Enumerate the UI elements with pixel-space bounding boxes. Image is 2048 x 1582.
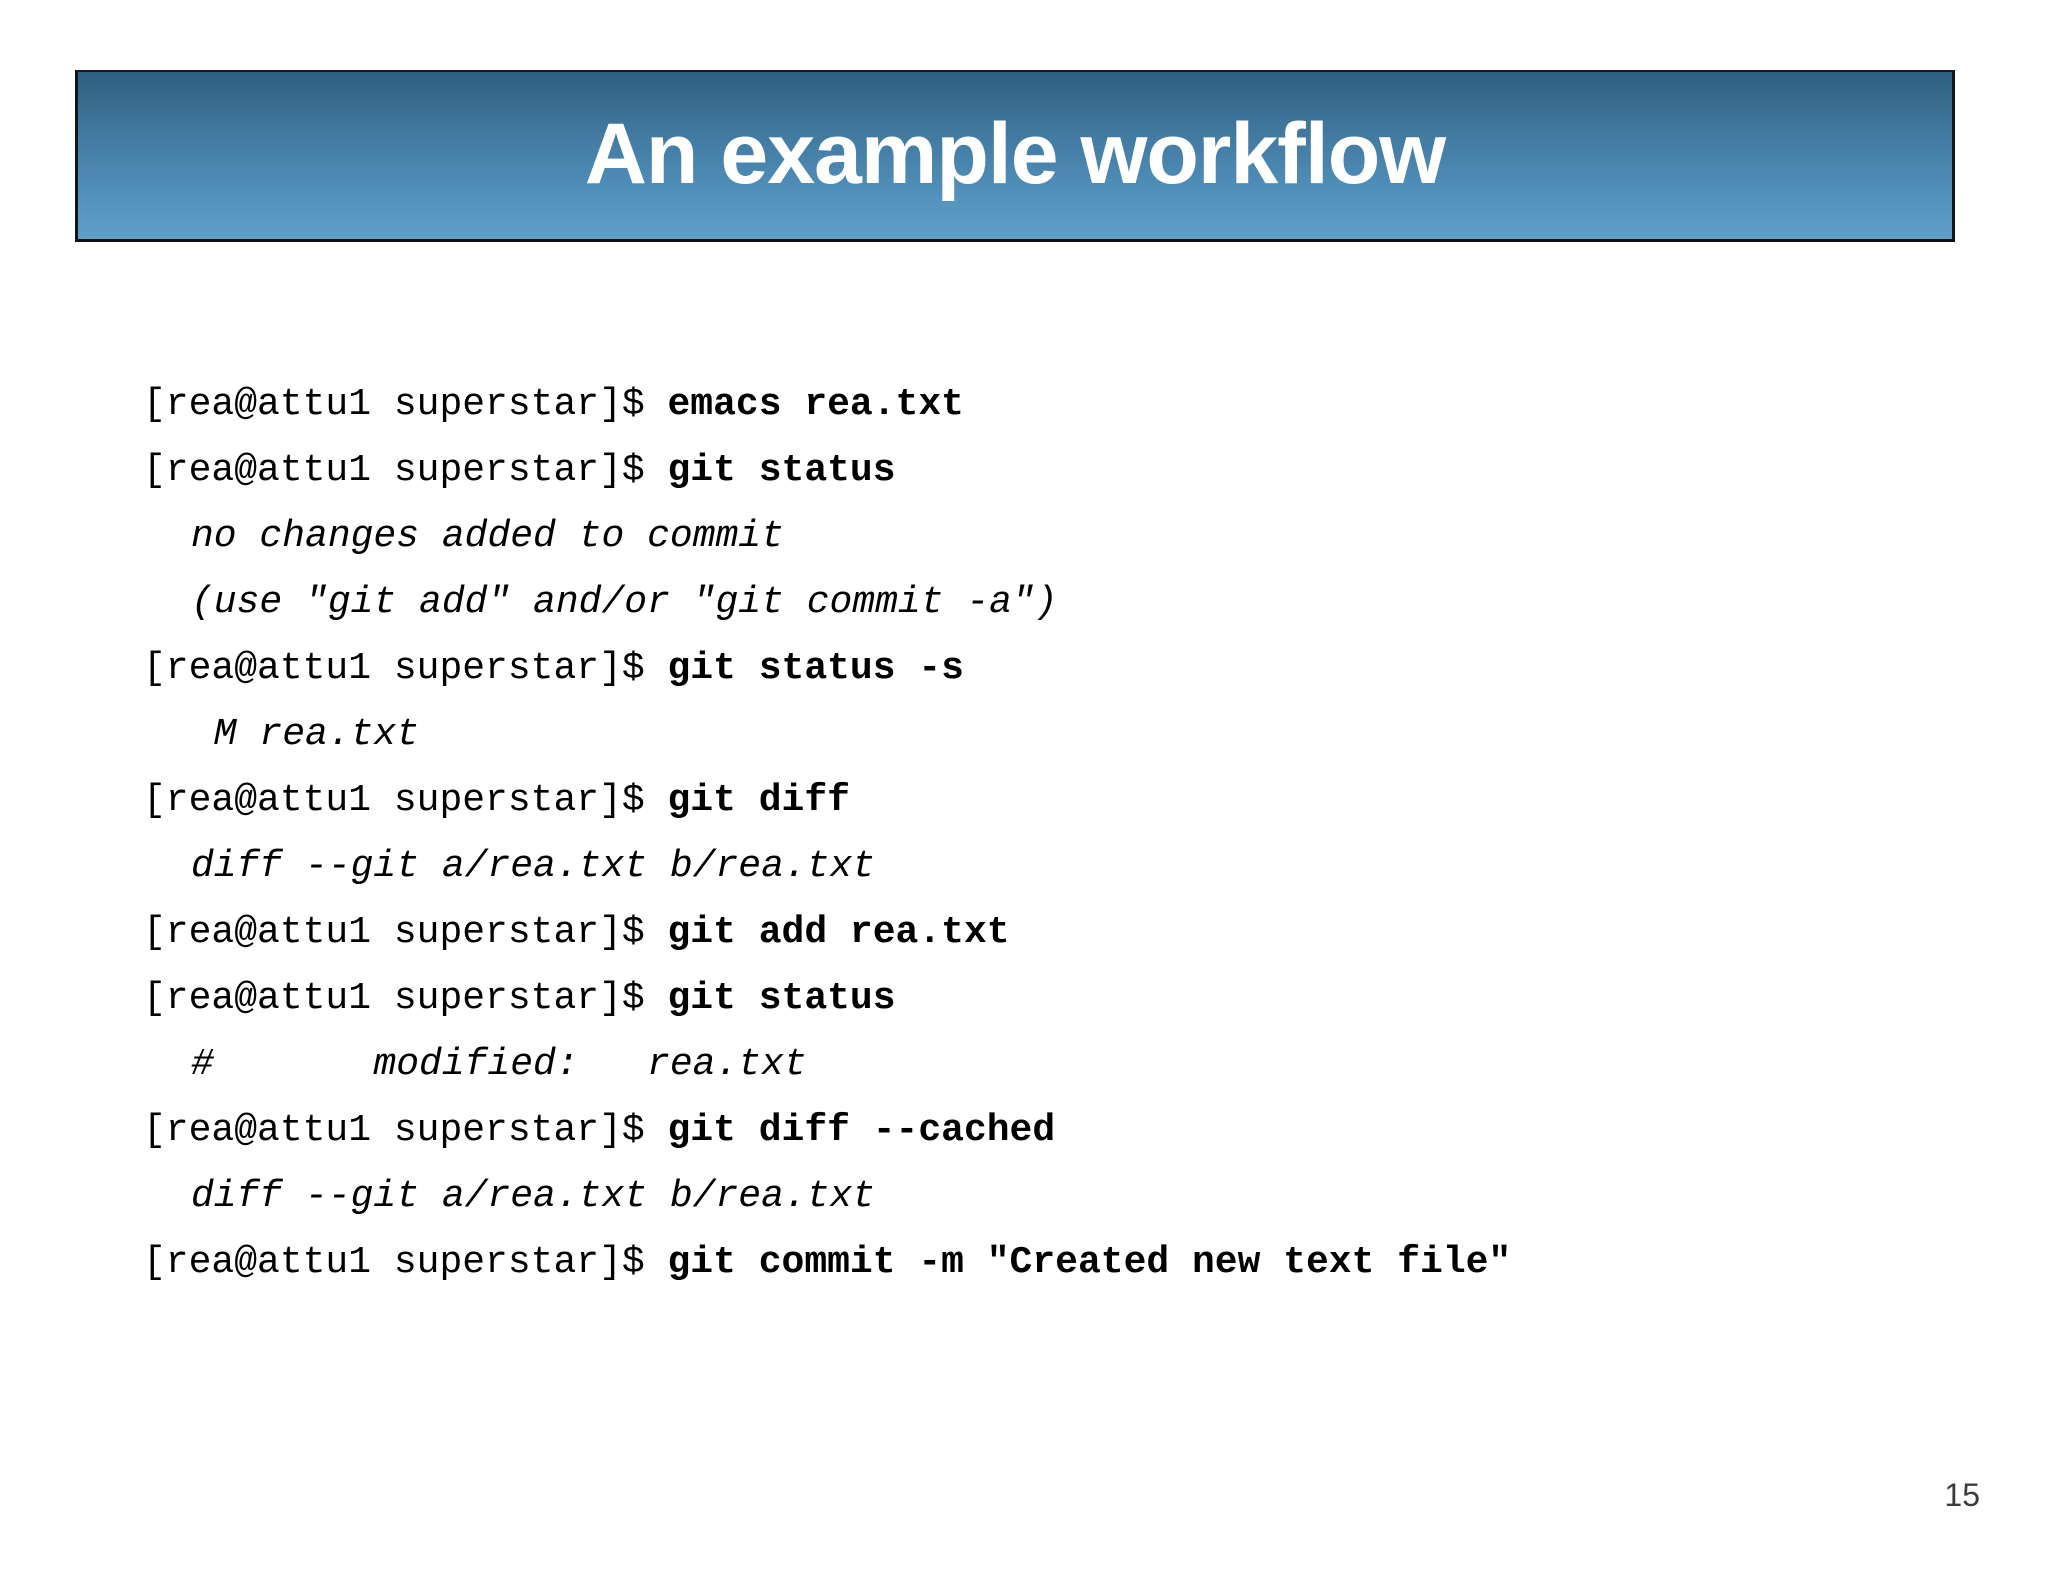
terminal-prompt: [rea@attu1 superstar]$ [143,449,668,492]
terminal-transcript: [rea@attu1 superstar]$ emacs rea.txt[rea… [143,372,1943,1296]
terminal-prompt: [rea@attu1 superstar]$ [143,383,668,426]
terminal-command-text: git add rea.txt [667,911,1010,954]
terminal-command-text: git status [667,449,896,492]
terminal-prompt: [rea@attu1 superstar]$ [143,1241,668,1284]
terminal-command-line: [rea@attu1 superstar]$ git diff --cached [143,1098,1943,1164]
terminal-prompt: [rea@attu1 superstar]$ [143,1109,668,1152]
slide-page-number: 15 [1944,1477,1980,1513]
terminal-output-text: # modified: rea.txt [191,1043,807,1086]
slide-title-banner: An example workflow [75,70,1955,242]
terminal-command-text: git diff --cached [667,1109,1056,1152]
terminal-command-line: [rea@attu1 superstar]$ git add rea.txt [143,900,1943,966]
terminal-output-line: diff --git a/rea.txt b/rea.txt [143,834,1943,900]
terminal-prompt: [rea@attu1 superstar]$ [143,647,668,690]
terminal-output-text: no changes added to commit [191,515,784,558]
terminal-command-line: [rea@attu1 superstar]$ git diff [143,768,1943,834]
terminal-command-line: [rea@attu1 superstar]$ git status [143,966,1943,1032]
terminal-command-text: emacs rea.txt [667,383,964,426]
terminal-output-line: M rea.txt [143,702,1943,768]
terminal-command-text: git status [667,977,896,1020]
terminal-output-line: # modified: rea.txt [143,1032,1943,1098]
terminal-output-text: M rea.txt [191,713,420,756]
terminal-prompt: [rea@attu1 superstar]$ [143,779,668,822]
terminal-output-text: diff --git a/rea.txt b/rea.txt [191,1175,876,1218]
terminal-command-text: git diff [667,779,850,822]
terminal-output-line: diff --git a/rea.txt b/rea.txt [143,1164,1943,1230]
terminal-command-text: git commit -m "Created new text file" [667,1241,1512,1284]
terminal-command-line: [rea@attu1 superstar]$ git status -s [143,636,1943,702]
page-title: An example workflow [584,105,1446,202]
terminal-command-line: [rea@attu1 superstar]$ emacs rea.txt [143,372,1943,438]
terminal-command-line: [rea@attu1 superstar]$ git commit -m "Cr… [143,1230,1943,1296]
terminal-command-line: [rea@attu1 superstar]$ git status [143,438,1943,504]
terminal-output-text: diff --git a/rea.txt b/rea.txt [191,845,876,888]
terminal-prompt: [rea@attu1 superstar]$ [143,977,668,1020]
terminal-output-text: (use "git add" and/or "git commit -a") [191,581,1058,624]
terminal-command-text: git status -s [667,647,964,690]
terminal-output-line: (use "git add" and/or "git commit -a") [143,570,1943,636]
terminal-prompt: [rea@attu1 superstar]$ [143,911,668,954]
terminal-output-line: no changes added to commit [143,504,1943,570]
